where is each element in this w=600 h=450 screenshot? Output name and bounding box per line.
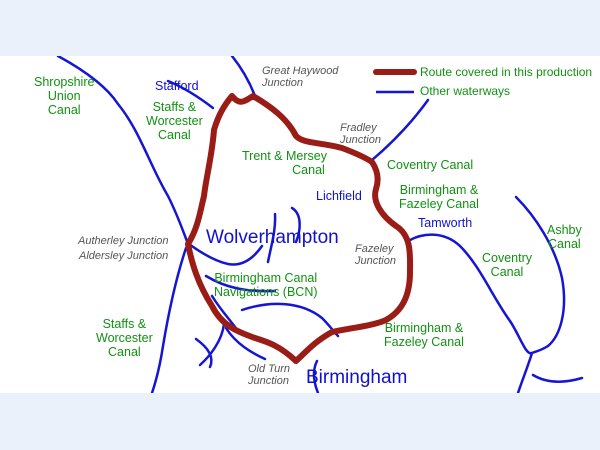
- canal-coventry-north: Coventry Canal: [387, 158, 474, 172]
- canal-map: Route covered in this production Other w…: [0, 56, 600, 393]
- coventry-canal-north-line: [370, 98, 430, 162]
- trent-mersey-canal-north-line: [230, 56, 257, 98]
- junction-fazeley: Fazeley Junction: [355, 243, 396, 268]
- town-wolverhampton: Wolverhampton: [206, 227, 339, 248]
- ashby-canal-line: [514, 195, 566, 355]
- staffs-worcester-canal-north-line: [166, 79, 215, 110]
- canal-birmingham-fazeley-south: Birmingham & Fazeley Canal: [384, 321, 464, 349]
- junction-old-turn: Old Turn Junction: [248, 363, 290, 388]
- canal-coventry-south: Coventry Canal: [482, 251, 533, 279]
- map-lines: [56, 56, 584, 393]
- canal-branch-line: [531, 373, 584, 383]
- town-lichfield: Lichfield: [316, 189, 362, 203]
- canal-staffs-worcester-north: Staffs & Worcester Canal: [146, 100, 203, 142]
- canal-bcn: Birmingham Canal Navigations (BCN): [214, 271, 318, 299]
- bcn-line-9: [224, 326, 267, 361]
- route-covered-line: [185, 93, 414, 364]
- bcn-line-4: [204, 274, 277, 293]
- canal-staffs-worcester-south: Staffs & Worcester Canal: [96, 317, 153, 359]
- bcn-line-6: [240, 302, 340, 338]
- staffs-worcester-canal-south-line: [150, 246, 188, 393]
- junction-aldersley: Aldersley Junction: [79, 250, 169, 262]
- canal-shropshire-union: Shropshire Union Canal: [34, 75, 95, 117]
- town-stafford: Stafford: [155, 79, 199, 93]
- bcn-line-1: [187, 242, 264, 266]
- canal-ashby: Ashby Canal: [547, 223, 582, 251]
- legend-route-label: Route covered in this production: [420, 65, 593, 79]
- canal-birmingham-fazeley-north: Birmingham & Fazeley Canal: [399, 183, 479, 211]
- coventry-canal-continuation-line: [516, 351, 534, 393]
- canal-trent-mersey: Trent & Mersey Canal: [242, 149, 327, 177]
- town-tamworth: Tamworth: [418, 216, 473, 230]
- bcn-line-8: [198, 322, 226, 367]
- junction-autherley: Autherley Junction: [78, 235, 169, 247]
- shropshire-union-canal-line: [56, 56, 190, 246]
- bcn-line-3: [290, 206, 301, 244]
- junction-great-haywood: Great Haywood Junction: [262, 65, 339, 90]
- legend-other-label: Other waterways: [420, 84, 511, 98]
- junction-fradley: Fradley Junction: [340, 122, 381, 147]
- coventry-canal-south-line: [408, 233, 534, 355]
- town-birmingham: Birmingham: [306, 367, 408, 388]
- birmingham-fazeley-canal-south-line: [312, 359, 320, 393]
- bcn-line-2: [266, 212, 277, 264]
